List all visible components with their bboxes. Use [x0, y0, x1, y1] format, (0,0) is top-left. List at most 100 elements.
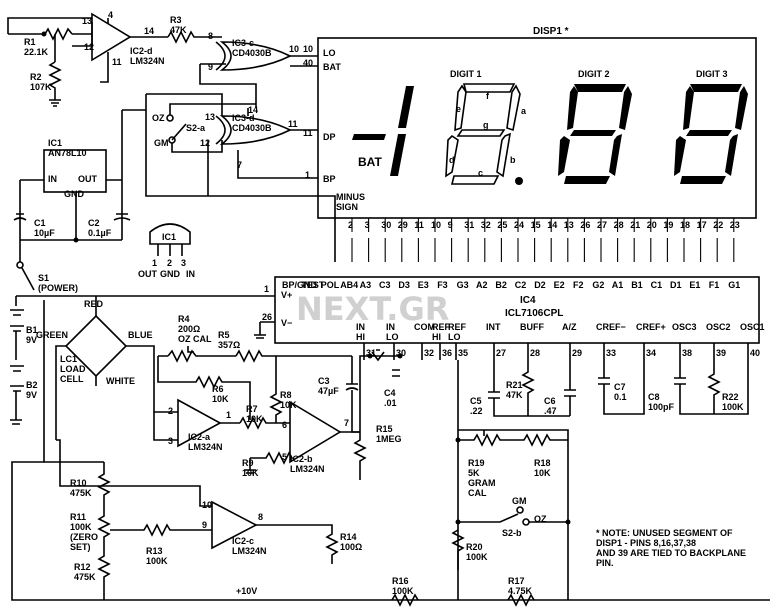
digit2-seg-b	[619, 86, 632, 130]
r2-resistor	[48, 34, 62, 100]
seg-c-letter: c	[478, 168, 483, 178]
ic2d-pin4: 4	[108, 10, 113, 20]
label-line: .22	[470, 406, 483, 416]
display-inner-bat: BAT	[358, 155, 382, 169]
r1-resistor	[44, 27, 73, 41]
label-line: LOAD	[60, 364, 86, 374]
ic2b-opamp	[289, 400, 342, 464]
display-pin-number: 27	[597, 220, 607, 230]
ic1-gnd: GND	[64, 189, 85, 199]
s1-label: S1(POWER)	[38, 273, 78, 293]
label-line: CD4030B	[232, 48, 272, 58]
display-pin-number: 29	[398, 220, 408, 230]
ic1-out: OUT	[78, 174, 98, 184]
digit1-seg-g	[456, 129, 506, 137]
r5-resistor	[158, 349, 312, 363]
ic3c-gate	[219, 41, 292, 71]
icl-bottom-pin-label: IN	[386, 322, 395, 332]
c7-cap	[598, 360, 645, 415]
display-pin-number: 20	[647, 220, 657, 230]
label-line: 9V	[26, 335, 37, 345]
icl-bottom-pin-label: INT	[486, 322, 501, 332]
bridge-red: RED	[84, 299, 104, 309]
icl-pin-vminus: 26	[262, 312, 272, 322]
label-line: SET)	[70, 542, 91, 552]
r2-ground	[49, 99, 61, 107]
node-c3	[367, 353, 373, 359]
icl-top-pin-label: F3	[437, 280, 448, 290]
half-digit-bottom	[390, 134, 406, 176]
digit1-seg-a	[462, 83, 516, 93]
seg-g-letter: g	[483, 120, 489, 130]
r13-resistor	[122, 523, 212, 537]
icl-bottom-pin-number: 27	[496, 348, 506, 358]
r12-resistor	[97, 546, 111, 590]
icl-bottom-pin-label: OSC2	[706, 322, 731, 332]
ic2c-pin8: 8	[258, 512, 263, 522]
v10-label: +10V	[236, 586, 257, 596]
ic1-out-wire	[121, 109, 146, 180]
ic2c-pin9: 9	[202, 520, 207, 530]
display-pin-bp: 1	[305, 170, 310, 180]
s1-wires	[16, 240, 130, 297]
display-pin-number: 11	[414, 220, 424, 230]
c5-label: C5.22	[470, 396, 483, 416]
label-line: (ZERO	[70, 532, 98, 542]
s2b-label: S2-b	[502, 528, 522, 538]
bottom-rail	[11, 300, 770, 601]
s2a-wires	[169, 103, 256, 153]
seg-d-letter: d	[449, 155, 455, 165]
label-line: 357Ω	[218, 340, 240, 350]
display-pin-number: 18	[680, 220, 690, 230]
ic1-package: IC1 1 2 3 OUT GND IN	[138, 223, 195, 279]
bridge-wires	[55, 296, 178, 440]
c1-cap	[13, 213, 27, 221]
digit2	[558, 84, 632, 184]
icl-top-pin-label: F2	[573, 280, 584, 290]
icl-bottom-pin-label: HI	[432, 332, 441, 342]
icl-top-pin-label: E1	[689, 280, 700, 290]
r8-resistor	[269, 356, 283, 423]
to92-pin-out: OUT	[138, 269, 158, 279]
display-pin-number: 25	[497, 220, 507, 230]
icl-bottom-pin-label: OSC3	[672, 322, 697, 332]
c6-cap	[564, 360, 576, 416]
ic3c-pin10: 10	[289, 44, 299, 54]
icl-top-pin-label: C3	[379, 280, 391, 290]
display-pin-number: 3	[365, 220, 370, 230]
label-line: DISP1 - PINS 8,16,37,38	[596, 538, 696, 548]
ic1-in: IN	[48, 174, 57, 184]
icl-bottom-pin-number: 38	[682, 348, 692, 358]
ic2a-pin1: 1	[226, 410, 231, 420]
s2b-lever	[458, 513, 568, 523]
ic2c-opamp	[211, 500, 258, 550]
watermark-logo: NEXT.GR	[296, 290, 449, 328]
icl-top-pin-label: AB4	[340, 280, 358, 290]
ic2b-pin5: 5	[282, 452, 287, 462]
digit2-seg-g	[570, 130, 616, 136]
c5-cap	[488, 360, 570, 417]
label-line: CD4030B	[232, 123, 272, 133]
seg-f-letter: f	[486, 91, 490, 101]
label-line: 9V	[26, 390, 37, 400]
minus-sign-text: MINUS	[336, 192, 365, 202]
